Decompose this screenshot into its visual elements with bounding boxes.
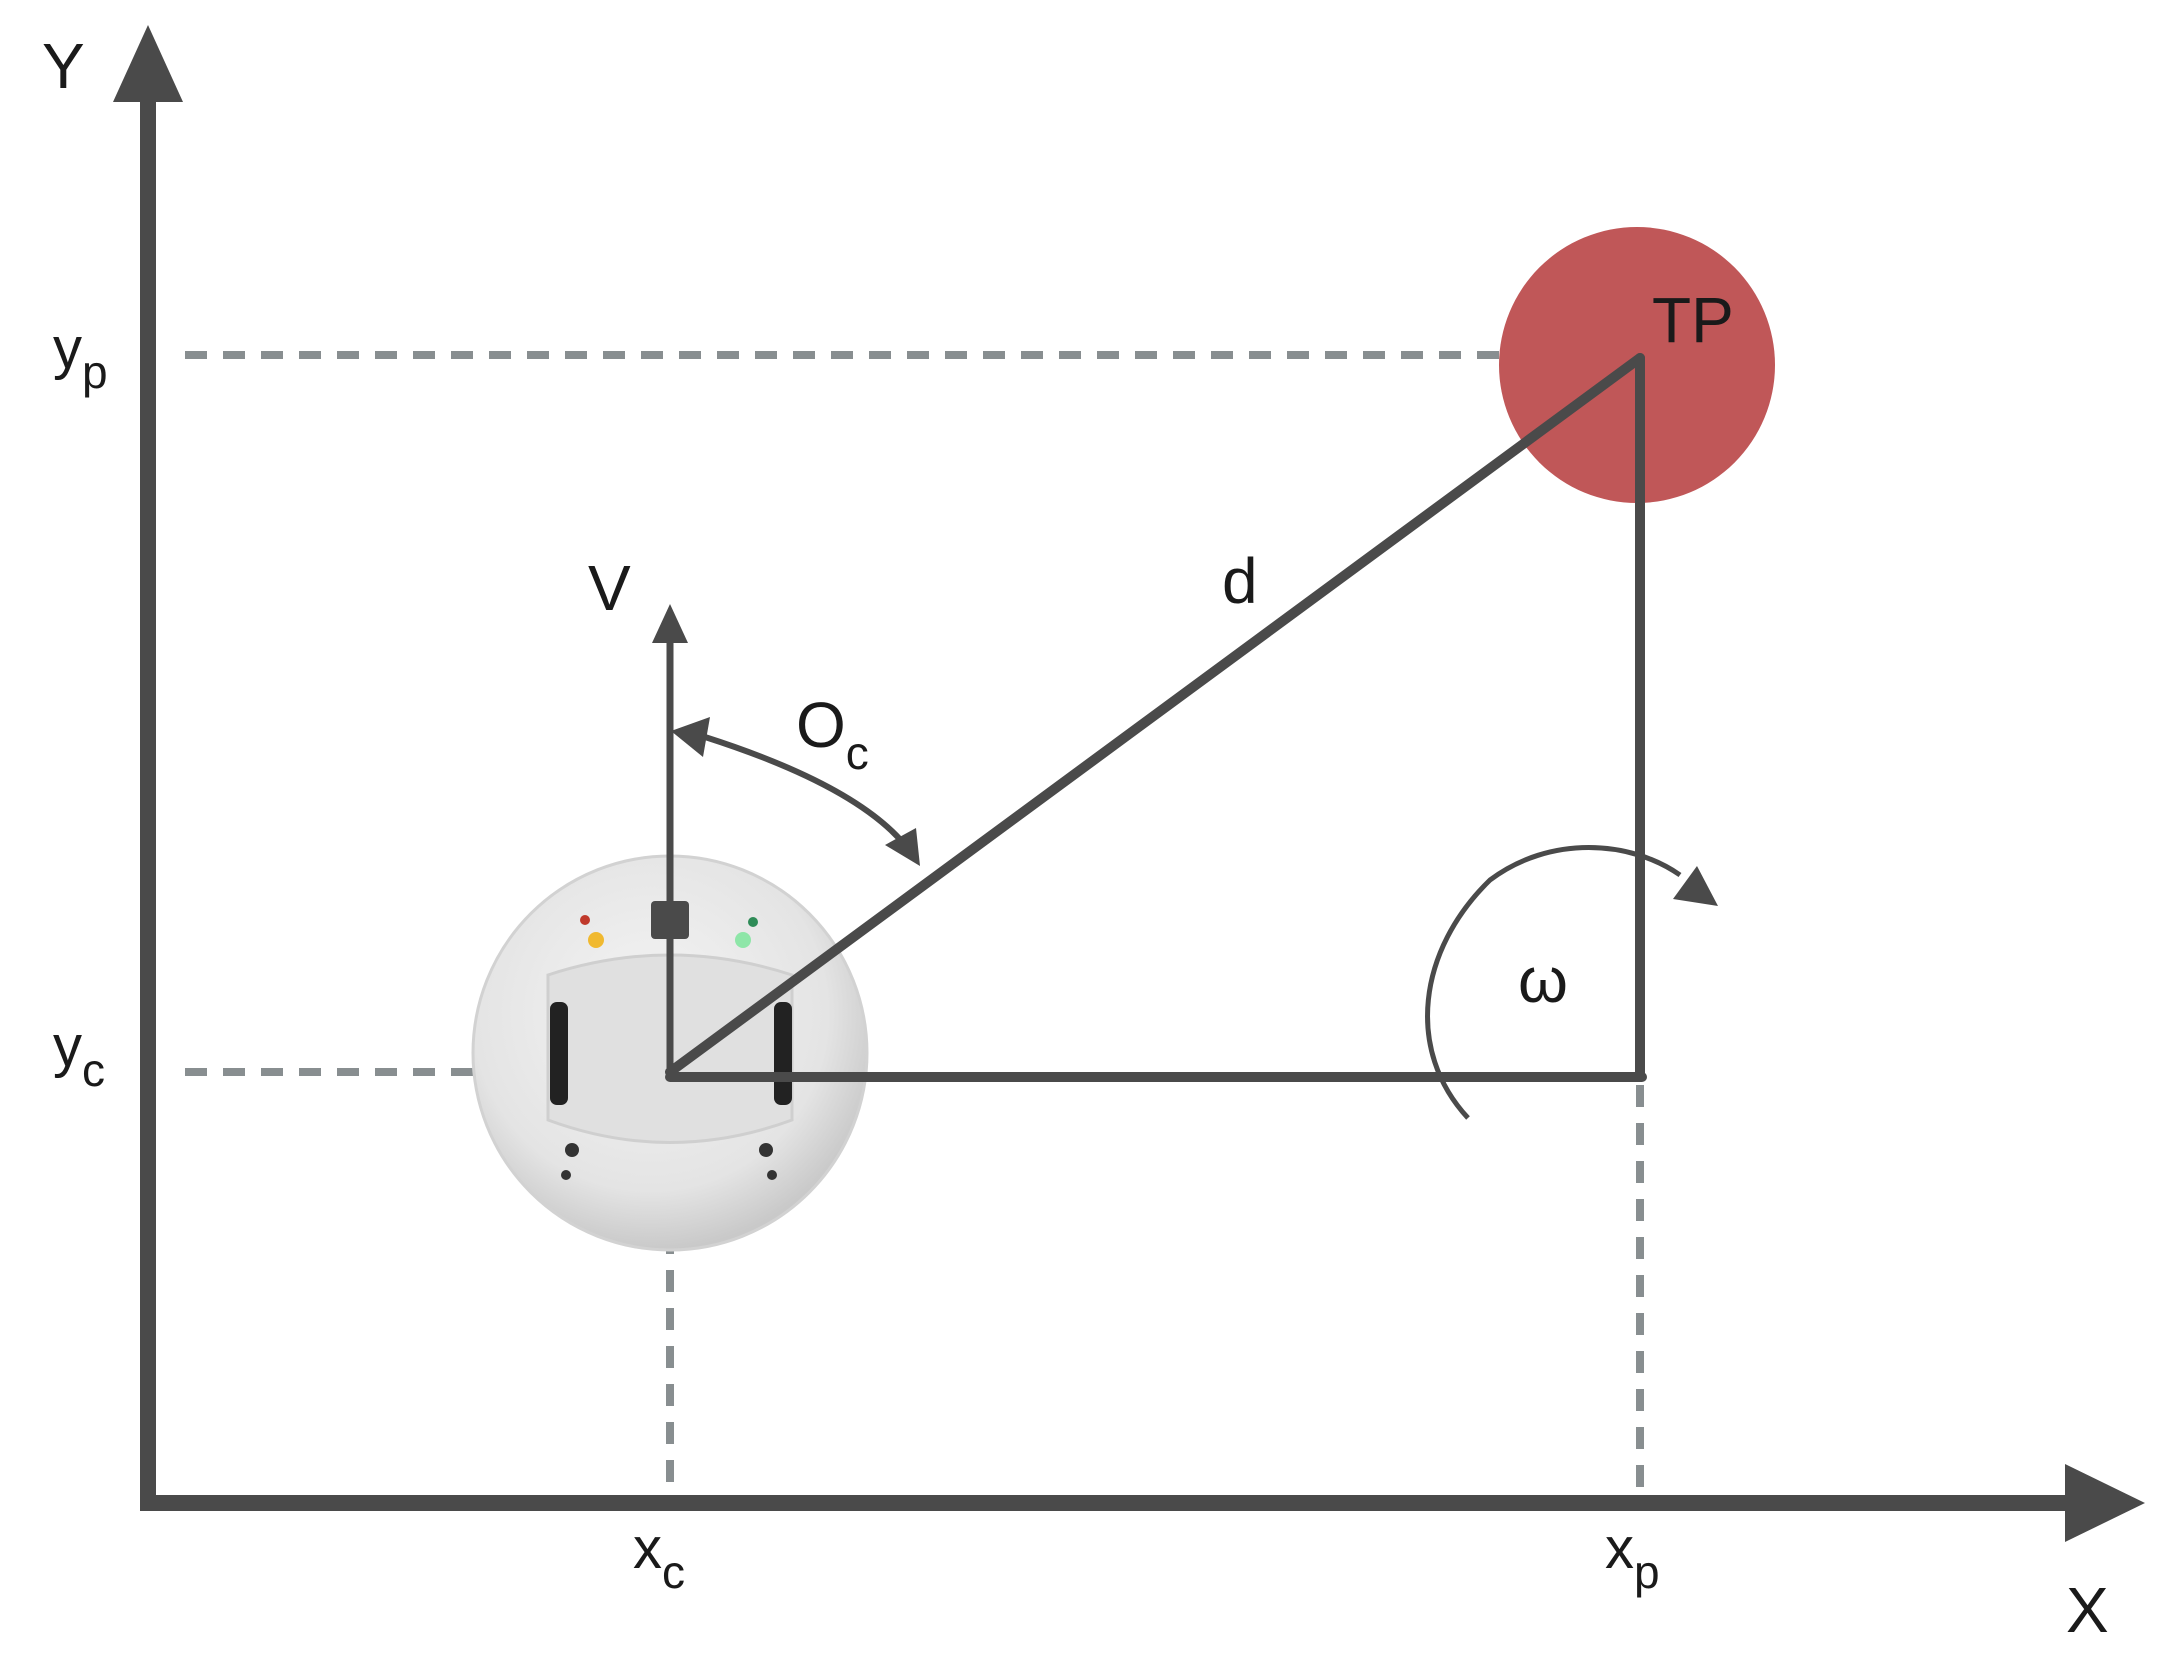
omega-rotation-arc bbox=[1425, 845, 1718, 1120]
right-wheel bbox=[774, 1002, 792, 1105]
tick-label-yc: yc bbox=[53, 1014, 105, 1096]
omega-arrowhead bbox=[1673, 866, 1718, 906]
y-axis-label: Y bbox=[42, 30, 85, 102]
distance-line bbox=[665, 353, 1645, 1077]
velocity-label: V bbox=[588, 552, 631, 624]
projection-lines bbox=[185, 351, 1644, 1488]
velocity-vector bbox=[652, 604, 688, 1072]
x-axis-arrowhead bbox=[2065, 1464, 2145, 1542]
velocity-arrowhead bbox=[652, 604, 688, 643]
y-axis-arrowhead bbox=[113, 25, 183, 102]
angle-oc-arc bbox=[671, 717, 920, 866]
distance-label: d bbox=[1222, 545, 1258, 617]
tick-label-xp: xp bbox=[1605, 1516, 1660, 1598]
target-label: TP bbox=[1652, 284, 1734, 356]
omega-label: ω bbox=[1518, 944, 1568, 1016]
x-axis-label: X bbox=[2066, 1574, 2109, 1646]
angle-oc-label: Oc bbox=[796, 689, 869, 779]
left-wheel bbox=[550, 1002, 568, 1105]
angle-oc-arrowhead-left bbox=[671, 717, 710, 757]
tick-label-xc: xc bbox=[633, 1516, 685, 1598]
angle-oc-arrowhead-right bbox=[885, 828, 920, 866]
geometry-lines bbox=[665, 353, 1647, 1082]
x-axis bbox=[140, 1464, 2145, 1542]
y-axis bbox=[113, 25, 183, 1510]
tick-label-yp: yp bbox=[53, 316, 108, 398]
